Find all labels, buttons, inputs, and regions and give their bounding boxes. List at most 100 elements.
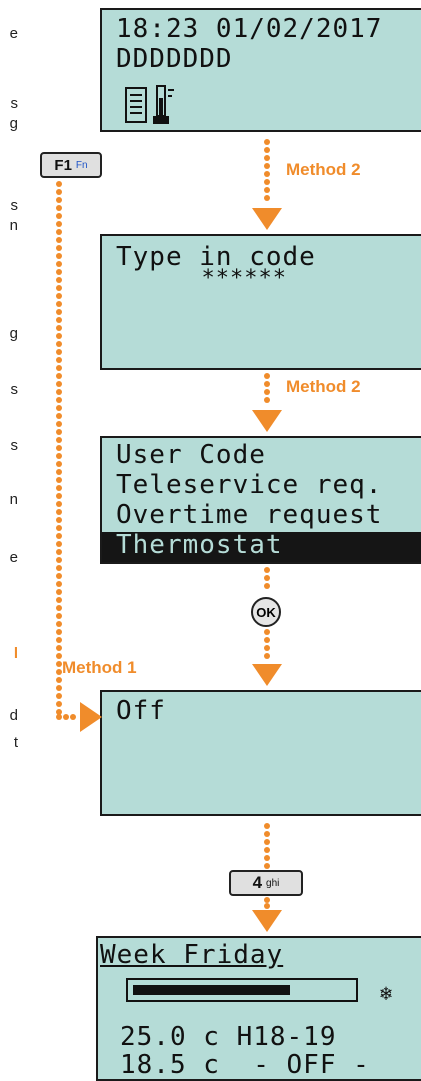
connector-dot <box>56 357 62 363</box>
connector-dot <box>264 583 270 589</box>
connector-dot <box>56 189 62 195</box>
connector-dot <box>56 509 62 515</box>
connector-dot <box>56 701 62 707</box>
connector-dot <box>56 221 62 227</box>
menu-item-thermostat-selected[interactable]: Thermostat <box>102 532 421 562</box>
connector-dot <box>56 549 62 555</box>
menu-item-user-code[interactable]: User Code <box>116 440 266 470</box>
snowflake-icon: ❄ <box>380 981 394 1005</box>
text-fragment: n <box>9 492 18 508</box>
connector-dot <box>264 903 270 909</box>
connector-dot <box>56 397 62 403</box>
display-name-line: DDDDDDD <box>116 44 233 74</box>
connector-dot <box>56 269 62 275</box>
text-fragment: n <box>9 218 18 234</box>
connector-dot <box>56 653 62 659</box>
connector-dot <box>56 325 62 331</box>
lcd-menu-screen: User Code Teleservice req. Overtime requ… <box>100 436 421 564</box>
text-fragment: e <box>9 26 18 42</box>
connector-dot <box>56 525 62 531</box>
time-date-line: 18:23 01/02/2017 <box>116 14 383 44</box>
connector-dot <box>56 261 62 267</box>
connector-dot <box>56 469 62 475</box>
lcd-home-screen: 18:23 01/02/2017 DDDDDDD <box>100 8 421 132</box>
connector-dot <box>56 309 62 315</box>
down-arrow-icon <box>252 910 282 932</box>
connector-dot <box>56 709 62 715</box>
menu-item-teleservice[interactable]: Teleservice req. <box>116 470 383 500</box>
connector-dot <box>56 453 62 459</box>
text-fragment: s <box>10 96 19 112</box>
text-fragment: g <box>9 116 18 132</box>
connector-dot <box>56 605 62 611</box>
connector-dot <box>56 293 62 299</box>
week-day-line: Week Friday <box>100 940 284 970</box>
lcd-off-screen: Off <box>100 690 421 816</box>
down-arrow-icon <box>252 410 282 432</box>
ok-button[interactable]: OK <box>251 597 281 627</box>
connector-dot <box>56 477 62 483</box>
connector-dot <box>56 421 62 427</box>
connector-dot <box>264 567 270 573</box>
f1-key-label: F1 <box>54 156 72 174</box>
connector-dot <box>56 413 62 419</box>
connector-dot <box>264 195 270 201</box>
connector-dot <box>56 213 62 219</box>
connector-dot <box>56 685 62 691</box>
connector-dot <box>56 405 62 411</box>
connector-dot <box>56 677 62 683</box>
right-arrow-icon <box>80 702 102 732</box>
connector-dot <box>264 629 270 635</box>
code-prompt: Type in code <box>116 242 316 272</box>
connector-dot <box>56 381 62 387</box>
connector-dot <box>56 461 62 467</box>
connector-dot <box>56 349 62 355</box>
connector-dot <box>264 653 270 659</box>
timeline-bar-fill <box>133 985 290 995</box>
connector-dot <box>264 645 270 651</box>
connector-dot <box>264 637 270 643</box>
key-4-label: 4 <box>252 873 263 892</box>
connector-dot <box>56 589 62 595</box>
connector-dot <box>56 437 62 443</box>
connector-dot <box>56 541 62 547</box>
connector-dot <box>56 181 62 187</box>
connector-dot <box>56 693 62 699</box>
connector-dot <box>56 237 62 243</box>
connector-dot <box>264 381 270 387</box>
connector-dot <box>56 565 62 571</box>
menu-item-overtime[interactable]: Overtime request <box>116 500 383 530</box>
connector-dot <box>56 445 62 451</box>
connector-dot <box>56 621 62 627</box>
text-fragment: t <box>13 735 18 751</box>
connector-dot <box>264 823 270 829</box>
text-fragment: s <box>10 382 19 398</box>
connector-dot <box>56 205 62 211</box>
connector-dot <box>56 597 62 603</box>
connector-dot <box>264 575 270 581</box>
connector-dot <box>56 301 62 307</box>
connector-dot <box>63 714 69 720</box>
connector-dot <box>56 557 62 563</box>
connector-dot <box>264 179 270 185</box>
connector-dot <box>56 714 62 720</box>
connector-dot <box>56 333 62 339</box>
down-arrow-icon <box>252 664 282 686</box>
connector-dot <box>56 277 62 283</box>
connector-dot <box>56 669 62 675</box>
connector-dot <box>264 147 270 153</box>
off-label: Off <box>116 696 166 726</box>
connector-dot <box>56 629 62 635</box>
lcd-week-screen: Week Friday 25.0 c H18-19 18.5 c - OFF -… <box>96 936 421 1081</box>
text-fragment: s <box>10 198 19 214</box>
method-1-label: Method 1 <box>62 658 137 677</box>
connector-dot <box>264 139 270 145</box>
connector-dot <box>70 714 76 720</box>
thermometer-icon <box>153 85 174 124</box>
f1-key-sublabel: Fn <box>75 159 88 171</box>
connector-dot <box>56 661 62 667</box>
connector-dot <box>56 341 62 347</box>
connector-dot <box>264 187 270 193</box>
